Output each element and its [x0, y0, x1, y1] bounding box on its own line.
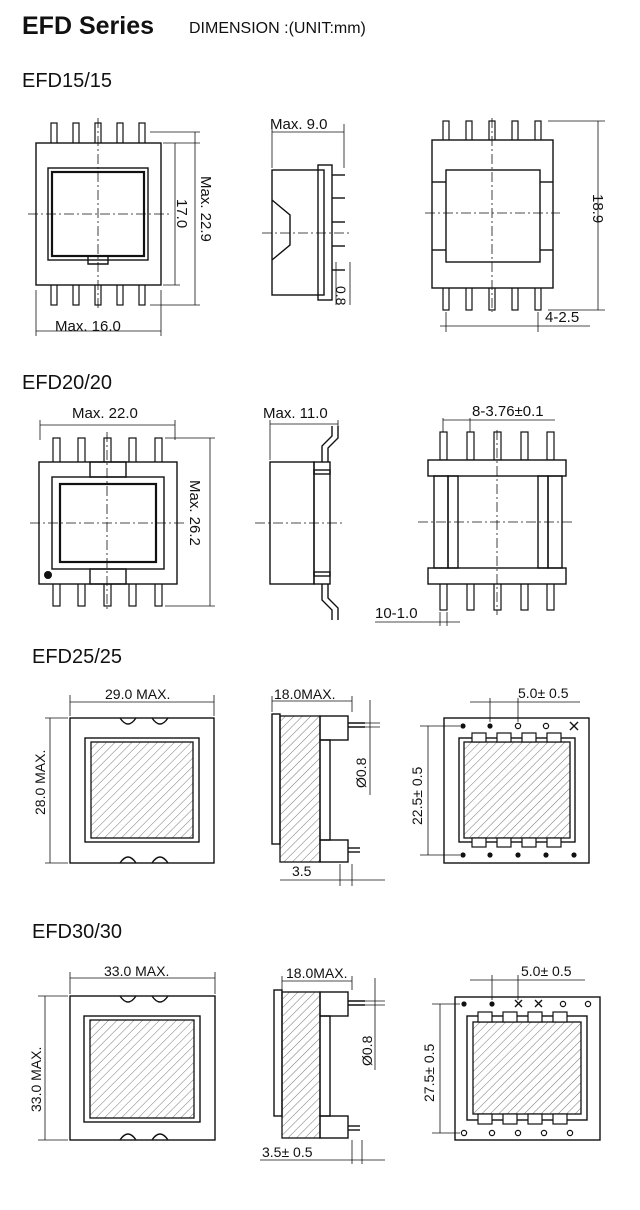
efd15-max-depth: Max. 9.0	[270, 116, 328, 133]
efd15-max-width: Max. 16.0	[55, 318, 121, 335]
efd30-max-width: 33.0 MAX.	[104, 963, 169, 979]
efd25-max-depth: 18.0MAX.	[274, 686, 335, 702]
efd25-drawing: 29.0 MAX. 28.0 MAX. 18.0MAX. Ø0.8 3.5	[32, 685, 590, 886]
efd30-pcb-view	[432, 975, 601, 1141]
efd30-max-height: 33.0 MAX.	[28, 1047, 44, 1112]
efd20-drawing: Max. 22.0 Max. 26.2 Max. 11.0 8-3.76±0.	[30, 403, 575, 626]
efd25-title: EFD25/25	[32, 646, 123, 668]
efd30-title: EFD30/30	[32, 921, 123, 943]
efd30-pin-dia: Ø0.8	[359, 1035, 375, 1066]
efd30-lead-length: 3.5± 0.5	[262, 1144, 313, 1160]
efd20-title: EFD20/20	[22, 372, 113, 394]
efd30-side-view	[260, 976, 385, 1164]
efd15-side-view	[262, 124, 351, 305]
efd20-side-view	[255, 420, 345, 620]
efd15-pcb-height: 18.9	[589, 194, 606, 223]
efd30-drawing: 33.0 MAX. 33.0 MAX. 18.0MAX. Ø0.8 3.5± 0…	[28, 963, 601, 1164]
efd15-title: EFD15/15	[22, 70, 113, 92]
unit-note: DIMENSION :(UNIT:mm)	[189, 20, 366, 37]
efd20-max-width: Max. 22.0	[72, 405, 138, 422]
efd15-drawing: Max. 16.0 Max. 22.9 17.0 Max. 9.0 0.8 18	[28, 116, 606, 336]
efd15-pin-dia: 0.8	[333, 286, 349, 306]
efd15-pin-pitch: 4-2.5	[545, 309, 579, 326]
efd20-pin-pitch: 8-3.76±0.1	[472, 403, 544, 420]
efd30-pin-pitch: 5.0± 0.5	[521, 963, 572, 979]
efd20-top-view	[30, 420, 215, 612]
efd25-top-view	[45, 695, 215, 864]
efd25-pcb-view	[420, 698, 590, 864]
efd25-max-height: 28.0 MAX.	[32, 750, 48, 815]
efd15-body-height: 17.0	[173, 199, 190, 228]
efd30-top-view	[38, 972, 216, 1141]
efd25-lead-length: 3.5	[292, 863, 312, 879]
efd25-max-width: 29.0 MAX.	[105, 686, 170, 702]
efd15-max-height: Max. 22.9	[197, 176, 214, 242]
efd25-side-view	[271, 696, 385, 886]
efd20-hole-size: 10-1.0	[375, 605, 418, 622]
efd30-pcb-height: 27.5± 0.5	[421, 1044, 437, 1102]
efd20-max-height: Max. 26.2	[186, 480, 203, 546]
efd30-max-depth: 18.0MAX.	[286, 965, 347, 981]
efd20-max-depth: Max. 11.0	[263, 405, 328, 422]
efd25-pcb-height: 22.5± 0.5	[409, 767, 425, 825]
efd15-top-view	[28, 118, 200, 336]
efd15-pcb-view	[425, 118, 605, 332]
efd20-pcb-view	[375, 418, 575, 626]
efd25-pin-dia: Ø0.8	[353, 757, 369, 788]
page-title: EFD Series	[22, 12, 155, 40]
efd25-pin-pitch: 5.0± 0.5	[518, 685, 569, 701]
